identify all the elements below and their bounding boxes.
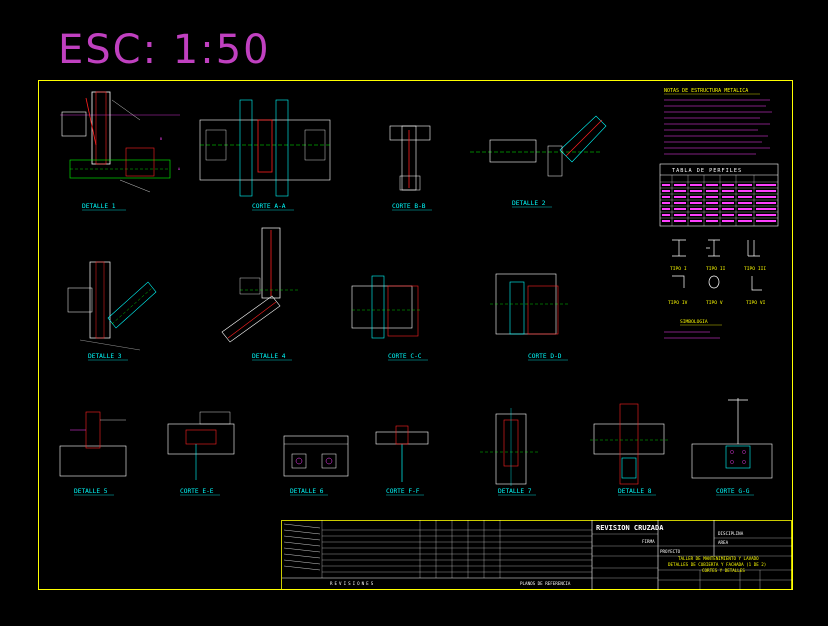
symbology-title: SIMBOLOGIA bbox=[680, 319, 708, 325]
section-gg-label: CORTE G-G bbox=[716, 488, 750, 495]
discipline-label: DISCIPLINA bbox=[718, 531, 744, 536]
section-ee-label: CORTE E-E bbox=[180, 488, 214, 495]
section-ee-drawing bbox=[167, 411, 235, 480]
profile-types: TIPO I TIPO II TIPO III TIPO IV TIPO V T… bbox=[668, 239, 766, 306]
detail-4-label: DETALLE 4 bbox=[252, 353, 286, 360]
svg-text:A: A bbox=[178, 167, 180, 171]
notes-block: NOTAS DE ESTRUCTURA METALICA bbox=[664, 88, 772, 155]
section-ff-drawing bbox=[375, 425, 429, 482]
detail-5-drawing bbox=[59, 411, 127, 477]
section-cc-label: CORTE C-C bbox=[388, 353, 422, 360]
notes-title: NOTAS DE ESTRUCTURA METALICA bbox=[664, 88, 748, 94]
profile-type-5: TIPO V bbox=[706, 300, 723, 306]
detail-8-drawing bbox=[590, 403, 668, 485]
signature-label: FIRMA bbox=[642, 539, 655, 544]
reference-plans-label: PLANOS DE REFERENCIA bbox=[520, 581, 571, 586]
title-block: REVISIONES PLANOS DE REFERENCIA REVISION… bbox=[281, 520, 792, 590]
section-aa-drawing bbox=[199, 99, 331, 197]
section-ff-label: CORTE F-F bbox=[386, 488, 420, 495]
profile-type-2: TIPO II bbox=[706, 266, 726, 272]
profile-table: TABLA DE PERFILES bbox=[659, 163, 779, 227]
profile-type-1: TIPO I bbox=[670, 266, 687, 272]
revision-stamp-label: REVISION CRUZADA bbox=[596, 524, 664, 532]
detail-6-drawing bbox=[283, 435, 349, 477]
detail-7-drawing bbox=[480, 408, 540, 486]
scale-label: ESC: 1:50 bbox=[58, 27, 271, 73]
detail-1-label: DETALLE 1 bbox=[82, 203, 116, 210]
detail-3-drawing bbox=[67, 261, 157, 351]
detail-3-label: DETALLE 3 bbox=[88, 353, 122, 360]
description-line-2: DETALLES DE CUBIERTA Y FACHADA (1 DE 2) bbox=[668, 562, 766, 567]
detail-2-drawing bbox=[470, 115, 607, 177]
profile-type-3: TIPO III bbox=[744, 266, 766, 272]
detail-1-drawing: BA bbox=[60, 91, 180, 193]
detail-2-label: DETALLE 2 bbox=[512, 200, 546, 207]
detail-8-label: DETALLE 8 bbox=[618, 488, 652, 495]
sheet-frame bbox=[38, 80, 793, 590]
project-label: PROYECTO bbox=[660, 549, 681, 554]
area-label: AREA bbox=[718, 540, 729, 545]
section-dd-drawing bbox=[490, 273, 570, 335]
section-gg-drawing bbox=[691, 398, 773, 479]
svg-text:B: B bbox=[160, 137, 162, 141]
section-dd-label: CORTE D-D bbox=[528, 353, 562, 360]
section-cc-drawing bbox=[351, 275, 420, 339]
section-bb-drawing bbox=[389, 125, 431, 191]
detail-4-drawing bbox=[221, 227, 300, 343]
profile-table-title: TABLA DE PERFILES bbox=[672, 168, 742, 174]
section-aa-label: CORTE A-A bbox=[252, 203, 286, 210]
description-line-3: CORTES Y DETALLES bbox=[702, 568, 745, 573]
detail-6-label: DETALLE 6 bbox=[290, 488, 324, 495]
detail-7-label: DETALLE 7 bbox=[498, 488, 532, 495]
symbology-block: SIMBOLOGIA bbox=[664, 319, 722, 339]
section-bb-label: CORTE B-B bbox=[392, 203, 426, 210]
profile-type-6: TIPO VI bbox=[746, 300, 766, 306]
detail-5-label: DETALLE 5 bbox=[74, 488, 108, 495]
revisions-label: REVISIONES bbox=[330, 581, 375, 586]
profile-type-4: TIPO IV bbox=[668, 300, 688, 306]
description-line-1: TALLER DE MANTENIMIENTO Y LAVADO bbox=[678, 556, 759, 561]
